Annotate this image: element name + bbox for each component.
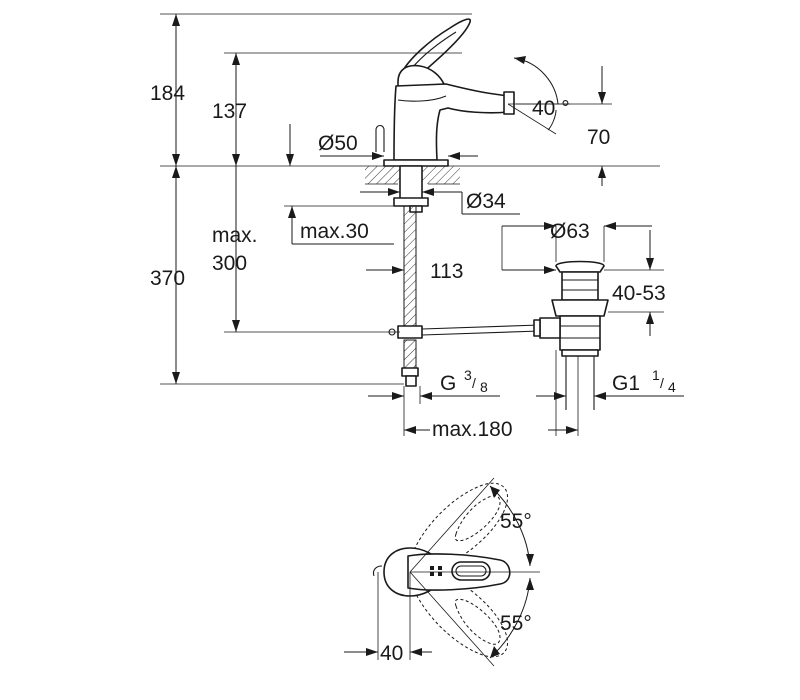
dim-g114-num: 1 <box>652 367 660 383</box>
dim-max30: max.30 <box>284 205 394 245</box>
top-view: 55° 55° 40 <box>344 477 540 667</box>
dim-angle-40-label: 40 ° <box>532 97 570 120</box>
dim-370-label: 370 <box>150 267 185 290</box>
dim-40-offset-label: 40 <box>380 642 403 665</box>
dim-184-label: 184 <box>150 82 185 105</box>
dim-max300-label: 300 <box>212 252 247 275</box>
dim-70: 70 <box>516 66 612 186</box>
dim-d63-label: Ø63 <box>550 220 590 243</box>
dim-max180: max.180 <box>404 414 578 441</box>
dim-40-53: 40-53 <box>604 230 666 336</box>
dim-angle-55-up: 55° <box>409 477 540 573</box>
dim-d34-label: Ø34 <box>466 190 506 213</box>
flex-hose <box>403 205 417 327</box>
faucet-body <box>375 18 515 167</box>
dim-g114: G1 1 / 4 <box>536 350 684 436</box>
dim-g114-main: G1 <box>612 372 640 395</box>
dim-g38: G 3 / 8 <box>368 367 500 436</box>
popup-rod <box>421 324 541 330</box>
side-view: 184 137 Ø50 40 ° <box>150 13 684 441</box>
dim-d34: Ø34 <box>360 188 520 215</box>
lever-rotated-up <box>409 482 508 569</box>
dim-angle-55-up-label: 55° <box>500 510 532 533</box>
dim-d50: Ø50 <box>286 124 478 166</box>
dim-370: 370 <box>150 166 404 385</box>
dim-g38-num: 3 <box>464 367 472 383</box>
dim-d63: Ø63 <box>502 220 652 262</box>
dim-g38-main: G <box>440 372 456 395</box>
lever-rotated-down <box>409 571 508 658</box>
dim-184: 184 <box>150 13 472 166</box>
waste-assembly <box>533 260 609 410</box>
dim-70-label: 70 <box>587 126 610 149</box>
dim-max300: max. 300 <box>212 166 400 333</box>
dim-angle-40: 40 ° <box>507 56 570 135</box>
dim-113: 113 <box>366 226 556 283</box>
dim-max30-label: max.30 <box>300 220 369 243</box>
dim-angle-55-down-label: 55° <box>500 612 532 635</box>
dim-g114-den: 4 <box>668 379 676 395</box>
dim-137: 137 <box>212 52 462 166</box>
dim-137-label: 137 <box>212 100 247 123</box>
dim-40-offset: 40 <box>344 642 432 665</box>
dim-g38-den: 8 <box>480 379 488 395</box>
dim-angle-55-down: 55° <box>409 571 534 667</box>
dim-d50-label: Ø50 <box>318 132 358 155</box>
faucet-shank <box>388 165 429 387</box>
svg-text:/: / <box>660 375 664 391</box>
dim-113-label: 113 <box>430 260 463 283</box>
dim-max300-prefix: max. <box>212 224 258 247</box>
flex-hose-lower <box>403 339 417 371</box>
dim-40-53-label: 40-53 <box>612 282 666 305</box>
svg-text:/: / <box>472 375 476 391</box>
dim-max180-label: max.180 <box>432 418 513 441</box>
